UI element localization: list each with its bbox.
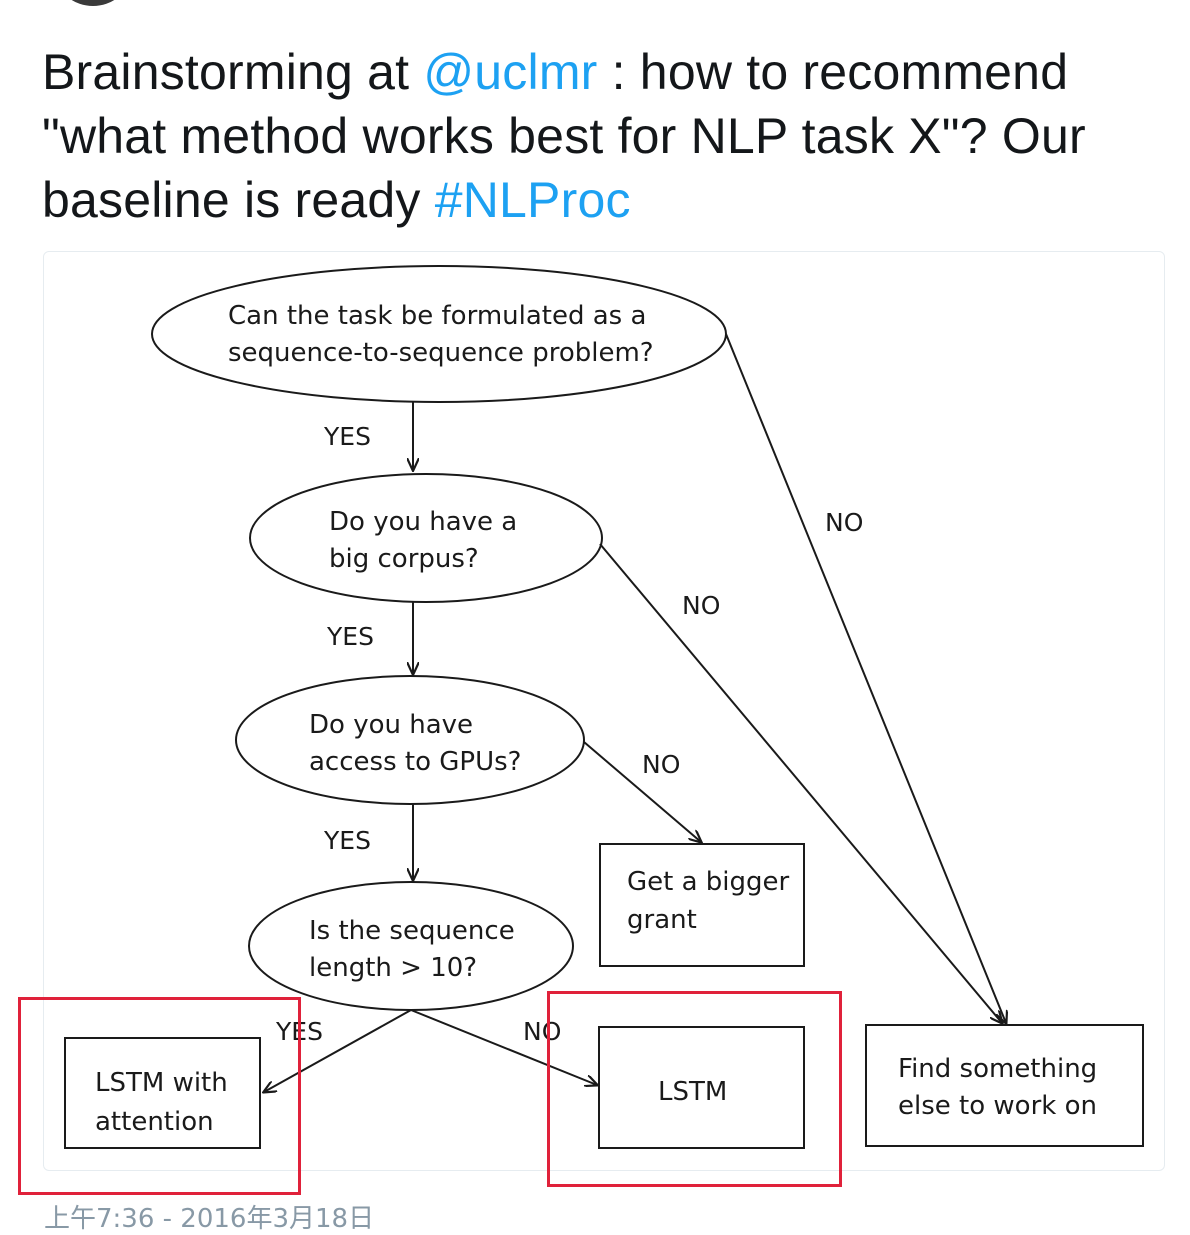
- q1-ellipse: [151, 265, 727, 403]
- label-no-q3: NO: [642, 750, 680, 779]
- highlight-box-right: [547, 991, 842, 1187]
- avatar[interactable]: [58, 0, 128, 6]
- lstm-line1: LSTM: [658, 1077, 727, 1107]
- highlight-box-left: [18, 997, 301, 1195]
- q2-line1: Do you have a: [329, 507, 517, 537]
- q3-ellipse: [235, 675, 585, 805]
- arrow-q3-grant: [583, 741, 701, 842]
- label-yes-q3: YES: [323, 826, 371, 855]
- lstm-attention-line2: attention: [95, 1107, 214, 1137]
- hashtag-link[interactable]: #NLProc: [434, 172, 631, 228]
- q3-line2: access to GPUs?: [309, 747, 521, 777]
- mention-link[interactable]: @uclmr: [423, 44, 598, 100]
- tweet-text: Brainstorming at @uclmr : how to recomme…: [42, 40, 1162, 232]
- label-yes-q1: YES: [323, 422, 371, 451]
- arrow-q2-other: [599, 543, 1002, 1023]
- q1-line1: Can the task be formulated as a: [228, 301, 646, 331]
- box-lstm: [598, 1026, 805, 1149]
- other-line2: else to work on: [898, 1091, 1097, 1121]
- tweet-timestamp[interactable]: 上午7:36 - 2016年3月18日: [44, 1204, 375, 1234]
- q1-line2: sequence-to-sequence problem?: [228, 338, 654, 368]
- q2-ellipse: [249, 473, 603, 603]
- label-no-q1: NO: [825, 508, 863, 537]
- tweet-media-flowchart[interactable]: Can the task be formulated as a sequence…: [43, 251, 1165, 1171]
- arrow-q4-lstm-attention: [264, 1009, 412, 1092]
- label-no-q2: NO: [682, 591, 720, 620]
- q3-line1: Do you have: [309, 710, 473, 740]
- grant-line2: grant: [627, 905, 697, 935]
- other-line1: Find something: [898, 1054, 1097, 1084]
- grant-line1: Get a bigger: [627, 867, 790, 897]
- tweet-text-part1: Brainstorming at: [42, 44, 424, 100]
- flowchart-diagram: Can the task be formulated as a sequence…: [64, 265, 1144, 1149]
- arrow-q4-lstm: [410, 1009, 597, 1085]
- q2-line2: big corpus?: [329, 544, 479, 574]
- arrow-q1-other: [725, 333, 1006, 1023]
- label-no-q4: NO: [523, 1017, 561, 1046]
- q4-line1: Is the sequence: [309, 916, 515, 946]
- box-lstm-attention: [64, 1037, 261, 1149]
- q4-line2: length > 10?: [309, 953, 477, 983]
- lstm-attention-line1: LSTM with: [95, 1068, 228, 1098]
- box-other: [865, 1024, 1144, 1147]
- tweet-text-part2: : how to recommend "what method works be…: [42, 44, 1086, 228]
- q4-ellipse: [248, 881, 574, 1011]
- box-grant: [599, 843, 805, 967]
- label-yes-q2: YES: [326, 622, 374, 651]
